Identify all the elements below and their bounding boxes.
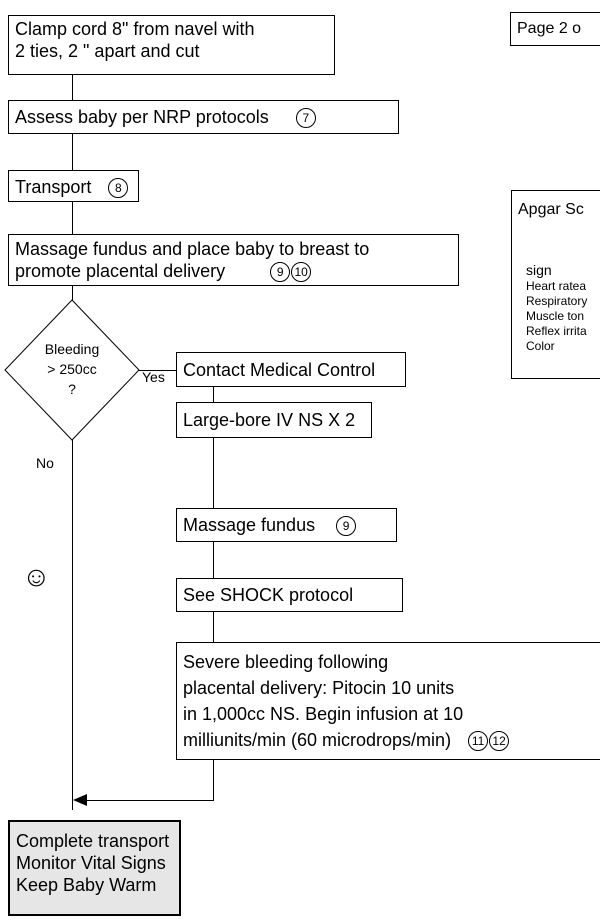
smiley-icon: ☺ (22, 561, 51, 592)
apgar-header: sign (526, 262, 552, 278)
connector (213, 386, 214, 402)
massage-placental-line2: promote placental delivery (15, 261, 226, 281)
complete-transport-line2: Monitor Vital Signs (16, 853, 166, 873)
assess-baby-text: Assess baby per NRP protocols (15, 107, 269, 127)
contact-medical-control-text: Contact Medical Control (183, 360, 376, 380)
severe-bleeding-line1: Severe bleeding following (183, 652, 389, 672)
reference-number: 12 (489, 731, 510, 751)
connector (72, 202, 73, 234)
reference-number: 8 (108, 178, 129, 198)
connector (213, 612, 214, 642)
decision-line1: Bleeding (44, 341, 100, 357)
connector (72, 286, 73, 300)
connector (213, 542, 214, 578)
apgar-title: Apgar Sc (518, 201, 584, 218)
reference-number: 9 (336, 516, 357, 536)
clamp-cord-box: Clamp cord 8" from navel with 2 ties, 2 … (8, 15, 335, 75)
severe-bleeding-box: Severe bleeding following placental deli… (176, 642, 600, 760)
decision-line2: > 250cc (47, 361, 97, 377)
connector (213, 760, 214, 800)
reference-number: 7 (295, 108, 316, 128)
contact-medical-control-box: Contact Medical Control (176, 352, 406, 387)
severe-bleeding-line2: placental delivery: Pitocin 10 units (183, 678, 455, 698)
apgar-score-panel: Apgar Sc (511, 190, 600, 379)
massage-fundus-box: Massage fundus 9 (176, 508, 397, 542)
shock-protocol-box: See SHOCK protocol (176, 578, 403, 612)
apgar-row: Color (526, 339, 555, 353)
clamp-cord-line2: 2 ties, 2 " apart and cut (15, 41, 200, 61)
reference-number: 11 (468, 731, 489, 751)
connector (72, 134, 73, 170)
transport-box: Transport 8 (8, 170, 139, 202)
transport-text: Transport (15, 177, 92, 197)
complete-transport-line1: Complete transport (16, 831, 170, 851)
severe-bleeding-line4: milliunits/min (60 microdrops/min) (183, 730, 452, 750)
decision-text: Bleeding > 250cc ? (22, 339, 122, 399)
severe-bleeding-line3: in 1,000cc NS. Begin infusion at 10 (183, 704, 464, 724)
page-label-box: Page 2 o (510, 12, 600, 46)
connector-yes-branch (139, 370, 176, 371)
return-arrowhead (73, 794, 87, 806)
iv-ns-box: Large-bore IV NS X 2 (176, 402, 372, 438)
complete-transport-line3: Keep Baby Warm (16, 875, 157, 895)
apgar-row: Reflex irrita (526, 324, 587, 338)
reference-number: 10 (291, 262, 312, 282)
connector-no-branch (72, 440, 73, 810)
reference-number: 9 (270, 262, 291, 282)
decision-line3: ? (68, 381, 76, 397)
clamp-cord-line1: Clamp cord 8" from navel with (15, 19, 255, 39)
page-label: Page 2 o (517, 20, 582, 37)
iv-ns-text: Large-bore IV NS X 2 (183, 410, 356, 430)
shock-protocol-text: See SHOCK protocol (183, 585, 354, 605)
massage-placental-line1: Massage fundus and place baby to breast … (15, 239, 370, 259)
apgar-row: Muscle ton (526, 309, 585, 323)
complete-transport-box: Complete transport Monitor Vital Signs K… (8, 820, 181, 916)
apgar-row: Respiratory (526, 294, 588, 308)
massage-fundus-placental-box: Massage fundus and place baby to breast … (8, 234, 459, 286)
assess-baby-box: Assess baby per NRP protocols 7 (8, 100, 399, 134)
apgar-row: Heart ratea (526, 279, 587, 293)
massage-fundus-text: Massage fundus (183, 515, 316, 535)
yes-label: Yes (142, 369, 165, 385)
connector-return (84, 800, 214, 801)
decision-diamond (4, 299, 140, 441)
connector (213, 438, 214, 508)
no-label: No (36, 455, 54, 471)
connector (72, 74, 73, 100)
